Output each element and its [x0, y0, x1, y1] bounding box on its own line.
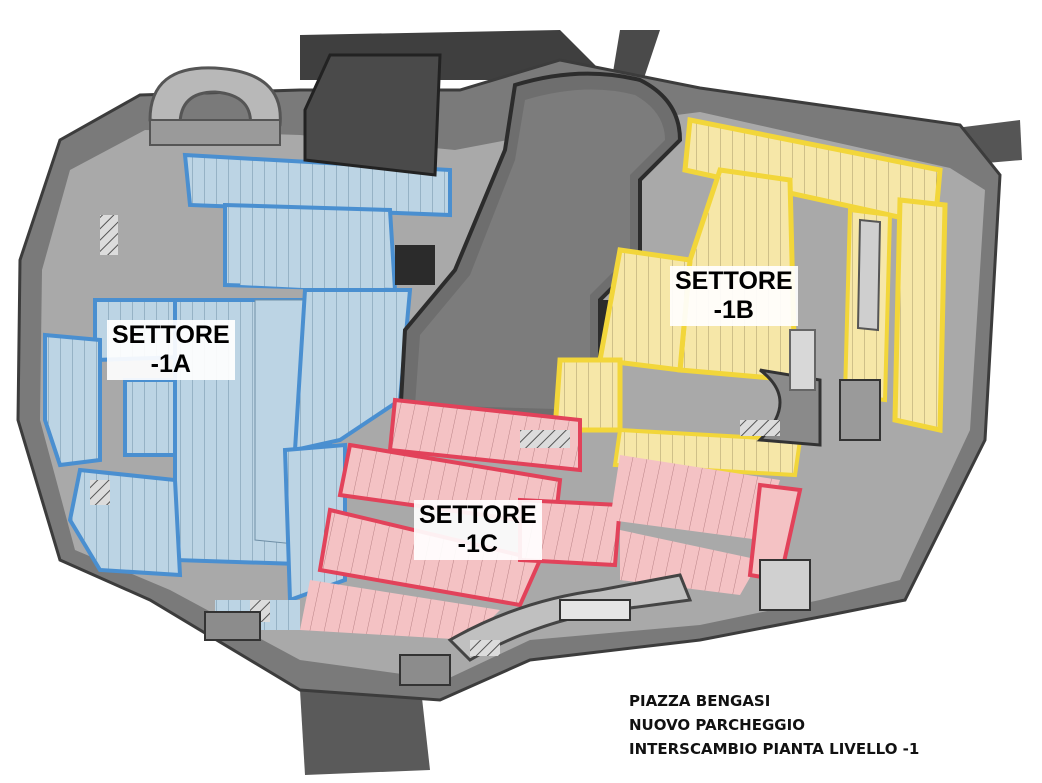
sector-b-label: SETTORE -1B — [670, 266, 798, 326]
north-block — [303, 53, 442, 177]
stair-cores — [204, 379, 881, 686]
sector-a-name: SETTORE — [112, 321, 230, 349]
sector-c-name: SETTORE — [419, 501, 537, 529]
sector-a-level: -1A — [150, 350, 191, 378]
sector-b-stalls — [552, 117, 948, 478]
sector-a-label: SETTORE -1A — [107, 320, 235, 380]
caption-line-1: PIAZZA BENGASI — [629, 692, 771, 710]
caption-line-3: INTERSCAMBIO PIANTA LIVELLO -1 — [629, 740, 920, 758]
sector-c-label: SETTORE -1C — [414, 500, 542, 560]
sector-b-level: -1B — [713, 296, 754, 324]
sector-b-name: SETTORE — [675, 267, 793, 295]
sector-c-level: -1C — [457, 530, 498, 558]
caption-line-2: NUOVO PARCHEGGIO — [629, 716, 805, 734]
central-building — [395, 71, 683, 433]
bottom-ramp — [447, 573, 693, 662]
plan-caption: PIAZZA BENGASI NUOVO PARCHEGGIO INTERSCA… — [629, 689, 919, 761]
helix-ramp — [148, 66, 282, 146]
